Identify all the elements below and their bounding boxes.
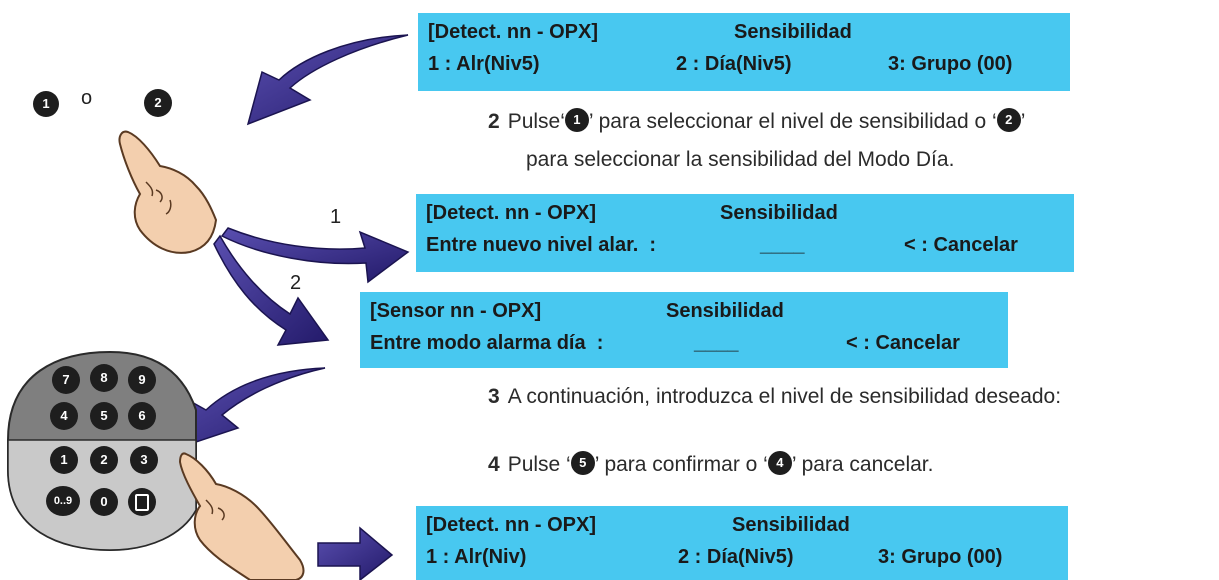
step-text: A continuación, introduzca el nivel de s… xyxy=(507,385,1062,408)
hand-bottom-icon xyxy=(178,452,305,580)
lcd-display-day-mode: [Sensor nn - OPX] Sensibilidad Entre mod… xyxy=(360,292,1008,368)
top-key-2[interactable]: 2 xyxy=(144,89,172,117)
step-number: 4 xyxy=(488,453,500,476)
keypad-key-digits[interactable]: 0..9 xyxy=(46,486,80,516)
lcd-line1-right: Sensibilidad xyxy=(734,21,852,43)
step-2-line2: para seleccionar la sensibilidad del Mod… xyxy=(526,148,955,171)
step-text: Pulse ‘ xyxy=(507,453,571,476)
lcd-option-2: 2 : Día(Niv5) xyxy=(678,546,794,568)
keypad-key-6[interactable]: 6 xyxy=(128,402,156,430)
keypad-key-4[interactable]: 4 xyxy=(50,402,78,430)
lcd-prompt: Entre nuevo nivel alar. : xyxy=(426,234,657,256)
keypad-key-1[interactable]: 1 xyxy=(50,446,78,474)
lcd-input-blank: ____ xyxy=(694,332,739,354)
top-key-1[interactable]: 1 xyxy=(33,91,59,117)
step-text: Pulse‘ xyxy=(507,110,565,133)
key-1-icon: 1 xyxy=(564,108,589,133)
lcd-option-1: 1 : Alr(Niv5) xyxy=(428,53,540,75)
step-2-instruction: 2 Pulse‘1’ para seleccionar el nivel de s… xyxy=(488,108,1026,134)
lcd-display-alarm-level: [Detect. nn - OPX] Sensibilidad Entre nu… xyxy=(416,194,1074,272)
keypad-key-2[interactable]: 2 xyxy=(90,446,118,474)
lcd-prompt: Entre modo alarma día : xyxy=(370,332,604,354)
keypad-key-5[interactable]: 5 xyxy=(90,402,118,430)
lcd-cancel-hint: < : Cancelar xyxy=(904,234,1018,256)
lcd-line1-right: Sensibilidad xyxy=(732,514,850,536)
keypad-key-3[interactable]: 3 xyxy=(130,446,158,474)
lcd-option-2: 2 : Día(Niv5) xyxy=(676,53,792,75)
arrow-option-1 xyxy=(220,227,410,284)
keypad-key-8[interactable]: 8 xyxy=(90,364,118,392)
keypad-key-9[interactable]: 9 xyxy=(128,366,156,394)
lcd-line1-left: [Detect. nn - OPX] xyxy=(426,514,597,536)
curved-arrow-top xyxy=(246,34,409,126)
lcd-option-3: 3: Grupo (00) xyxy=(878,546,1003,568)
step-text: ’ para confirmar o ‘ xyxy=(594,453,768,476)
key-2-icon: 2 xyxy=(996,108,1021,133)
step-number: 3 xyxy=(488,385,500,408)
or-label: o xyxy=(81,87,93,109)
lcd-line1-right: Sensibilidad xyxy=(720,202,838,224)
lcd-cancel-hint: < : Cancelar xyxy=(846,332,960,354)
lcd-display-result: [Detect. nn - OPX] Sensibilidad 1 : Alr(… xyxy=(416,506,1068,580)
lcd-line1-left: [Detect. nn - OPX] xyxy=(428,21,599,43)
path-label-1: 1 xyxy=(330,206,342,228)
step-text: ’ xyxy=(1020,110,1026,133)
lcd-display-menu: [Detect. nn - OPX] Sensibilidad 1 : Alr(… xyxy=(418,13,1070,91)
arrow-option-2 xyxy=(213,234,330,346)
lcd-option-1: 1 : Alr(Niv) xyxy=(426,546,527,568)
lcd-line1-right: Sensibilidad xyxy=(666,300,784,322)
path-label-2: 2 xyxy=(290,272,302,294)
step-3-instruction: 3 A continuación, introduzca el nivel de … xyxy=(488,385,1061,409)
keypad-key-0[interactable]: 0 xyxy=(90,488,118,516)
hand-top-icon xyxy=(118,130,218,254)
key-5-icon: 5 xyxy=(570,451,595,476)
keypad-key-7[interactable]: 7 xyxy=(52,366,80,394)
lcd-line1-left: [Detect. nn - OPX] xyxy=(426,202,597,224)
arrow-to-result xyxy=(317,526,394,580)
step-text: ’ para cancelar. xyxy=(791,453,934,476)
step-number: 2 xyxy=(488,110,500,133)
lcd-line1-left: [Sensor nn - OPX] xyxy=(370,300,542,322)
lcd-option-3: 3: Grupo (00) xyxy=(888,53,1013,75)
key-4-icon: 4 xyxy=(767,451,792,476)
lcd-input-blank: ____ xyxy=(760,234,805,256)
step-text: ’ para seleccionar el nivel de sensibili… xyxy=(588,110,997,133)
keypad-menu-key-icon[interactable] xyxy=(128,488,156,516)
